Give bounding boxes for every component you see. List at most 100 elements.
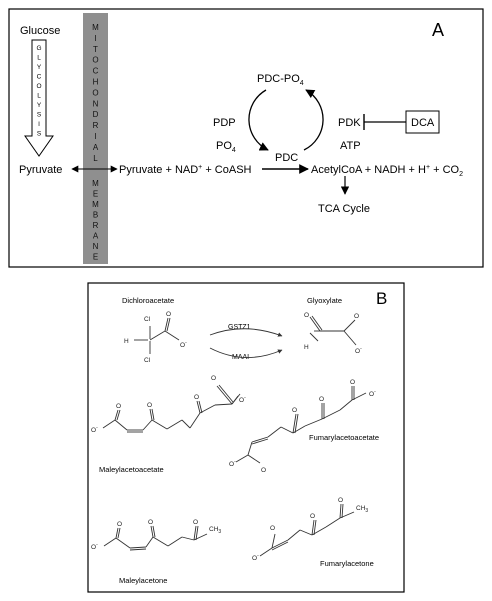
glycolysis-arrow xyxy=(24,39,54,157)
atom-label: O xyxy=(350,379,355,386)
bond xyxy=(304,418,323,427)
dca-label: DCA xyxy=(411,117,435,129)
glucose-label: Glucose xyxy=(20,25,60,37)
bond xyxy=(164,317,169,332)
atom-label: CH3 xyxy=(209,526,221,535)
bond xyxy=(115,527,119,539)
vertical-letter: E xyxy=(93,190,98,199)
bond xyxy=(341,503,344,519)
vertical-letter: L xyxy=(37,55,41,62)
atom-label: Cl xyxy=(144,357,151,364)
fumarylacetone-label: Fumarylacetone xyxy=(320,559,374,568)
bond xyxy=(181,536,195,541)
panel-b-letter: B xyxy=(376,289,387,308)
vertical-letter: O xyxy=(92,56,98,65)
vertical-letter: M xyxy=(92,23,99,32)
bond xyxy=(325,517,341,528)
vertical-letter: M xyxy=(92,200,99,209)
atom-label: O- xyxy=(91,542,98,551)
atom-label: O xyxy=(304,312,309,319)
gstz1-label: GSTZ1 xyxy=(228,324,251,331)
bond xyxy=(216,385,233,405)
glyoxylate-label: Glyoxylate xyxy=(307,296,342,305)
bond xyxy=(339,511,355,519)
atom-label: O xyxy=(270,525,275,532)
vertical-letter: S xyxy=(37,112,42,119)
vertical-letter: L xyxy=(37,93,41,100)
atom-label: O- xyxy=(229,459,236,468)
atom-label: O xyxy=(147,402,152,409)
bond xyxy=(193,525,197,541)
bond xyxy=(149,408,153,421)
bond xyxy=(166,419,183,430)
maleylacetone-label: Maleylacetone xyxy=(119,576,167,585)
bond xyxy=(181,419,191,429)
atom-label: O xyxy=(194,394,199,401)
bond xyxy=(343,319,356,332)
bond xyxy=(152,525,156,538)
bond xyxy=(116,409,121,421)
bond xyxy=(102,419,116,429)
vertical-letter: C xyxy=(93,67,99,76)
bond xyxy=(167,536,183,547)
bond xyxy=(189,412,201,429)
bond xyxy=(235,454,249,463)
bond xyxy=(149,330,166,341)
bond xyxy=(251,436,269,443)
cycle-arc-left xyxy=(248,89,269,151)
vertical-letter: H xyxy=(93,78,99,87)
vertical-letter: I xyxy=(38,121,40,128)
vertical-letter: N xyxy=(93,242,99,251)
bond xyxy=(151,408,155,421)
bond xyxy=(129,546,147,549)
atom-label: O xyxy=(193,519,198,526)
atom-label: O- xyxy=(91,425,98,434)
panel-b-frame xyxy=(87,282,405,593)
bond xyxy=(247,454,261,464)
bond xyxy=(343,330,357,346)
pdc-po4-label: PDC-PO4 xyxy=(257,73,304,87)
bond xyxy=(150,525,154,538)
atom-label: O xyxy=(211,375,216,382)
vertical-letter: N xyxy=(93,99,99,108)
bond xyxy=(339,503,342,519)
vertical-letter: R xyxy=(93,221,99,230)
vertical-letter: E xyxy=(93,253,98,262)
vertical-letter: D xyxy=(93,110,99,119)
bond xyxy=(196,400,201,414)
atom-label: O xyxy=(310,513,315,520)
atom-label: O- xyxy=(369,389,376,398)
atom-label: O- xyxy=(239,395,246,404)
atom-label: O xyxy=(319,396,324,403)
atom-label: O xyxy=(338,497,343,504)
pyruvate-label: Pyruvate xyxy=(19,164,62,176)
bond xyxy=(115,537,131,549)
vertical-letter: L xyxy=(93,154,98,163)
bond xyxy=(351,392,367,401)
reaction-right: AcetylCoA + NADH + H+ + CO2 xyxy=(311,164,463,178)
atom-label: H xyxy=(304,344,309,351)
bond xyxy=(117,527,121,539)
bond xyxy=(199,404,216,414)
bond xyxy=(114,419,128,431)
bond xyxy=(218,384,234,403)
bond xyxy=(247,441,253,456)
vertical-letter: O xyxy=(36,83,41,90)
atom-label: O- xyxy=(252,553,259,562)
atom-label: O xyxy=(116,403,121,410)
vertical-letter: O xyxy=(92,88,98,97)
bond xyxy=(142,419,153,431)
atom-label: O xyxy=(148,519,153,526)
atom-label: O- xyxy=(355,346,362,355)
bond xyxy=(267,426,282,438)
bond xyxy=(292,425,306,434)
atom-label: O xyxy=(166,311,171,318)
vertical-letter: T xyxy=(93,45,98,54)
bond xyxy=(198,400,203,414)
vertical-letter: Y xyxy=(37,64,42,71)
bond xyxy=(299,529,313,536)
panel-a-frame xyxy=(8,8,484,268)
